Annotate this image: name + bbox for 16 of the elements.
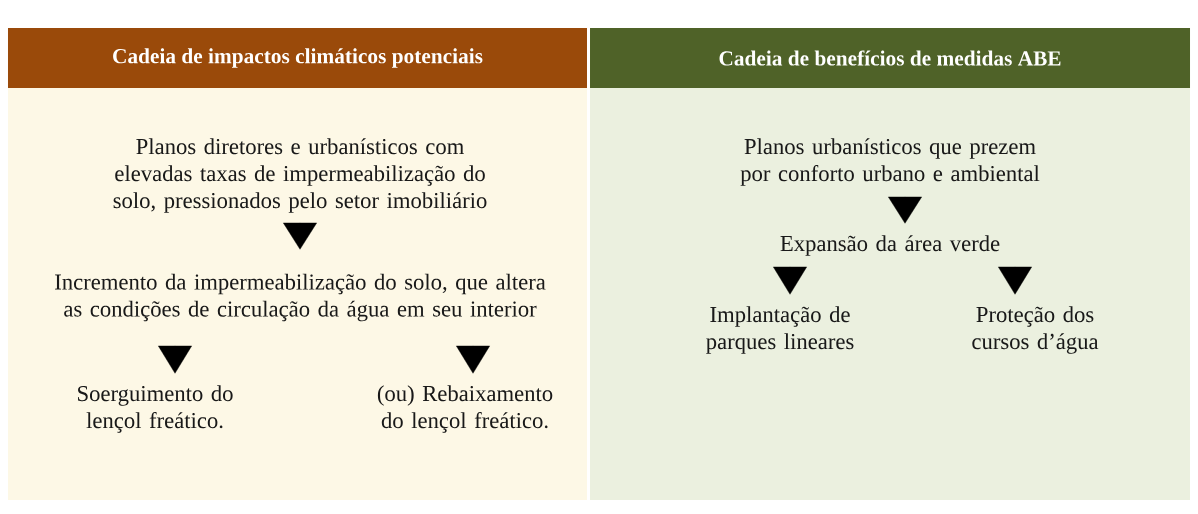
node-label: Cadeia de impactos climáticos potenciais: [113, 48, 483, 68]
step-text: Proteção dos cursos d’água: [972, 306, 1099, 354]
step-text: Incremento da impermeabilização do solo, que altera as condições de circulação da água em seu interior: [55, 273, 546, 322]
step-text: Planos urbanísticos que prezem por conforto urbano e ambiental: [740, 138, 1040, 186]
arrow: [888, 196, 922, 224]
arrow: [158, 345, 192, 374]
step-text: Implantação de parques lineares: [706, 306, 854, 354]
arrow: [283, 222, 317, 250]
node-label: Cadeia de benefícios de medidas ABE: [719, 50, 1061, 66]
arrow: [773, 266, 807, 295]
step-text: Planos diretores e urbanísticos com elevadas taxas de impermeabilização do solo, pressionados pelo setor imobiliário: [113, 138, 487, 213]
step-text: (ou) Rebaixamento do lençol freático.: [377, 385, 553, 433]
arrow: [456, 345, 490, 374]
arrow: [998, 266, 1032, 295]
step-text: Soerguimento do lençol freático.: [78, 385, 233, 433]
step-text: Expansão da área verde: [780, 235, 1000, 256]
